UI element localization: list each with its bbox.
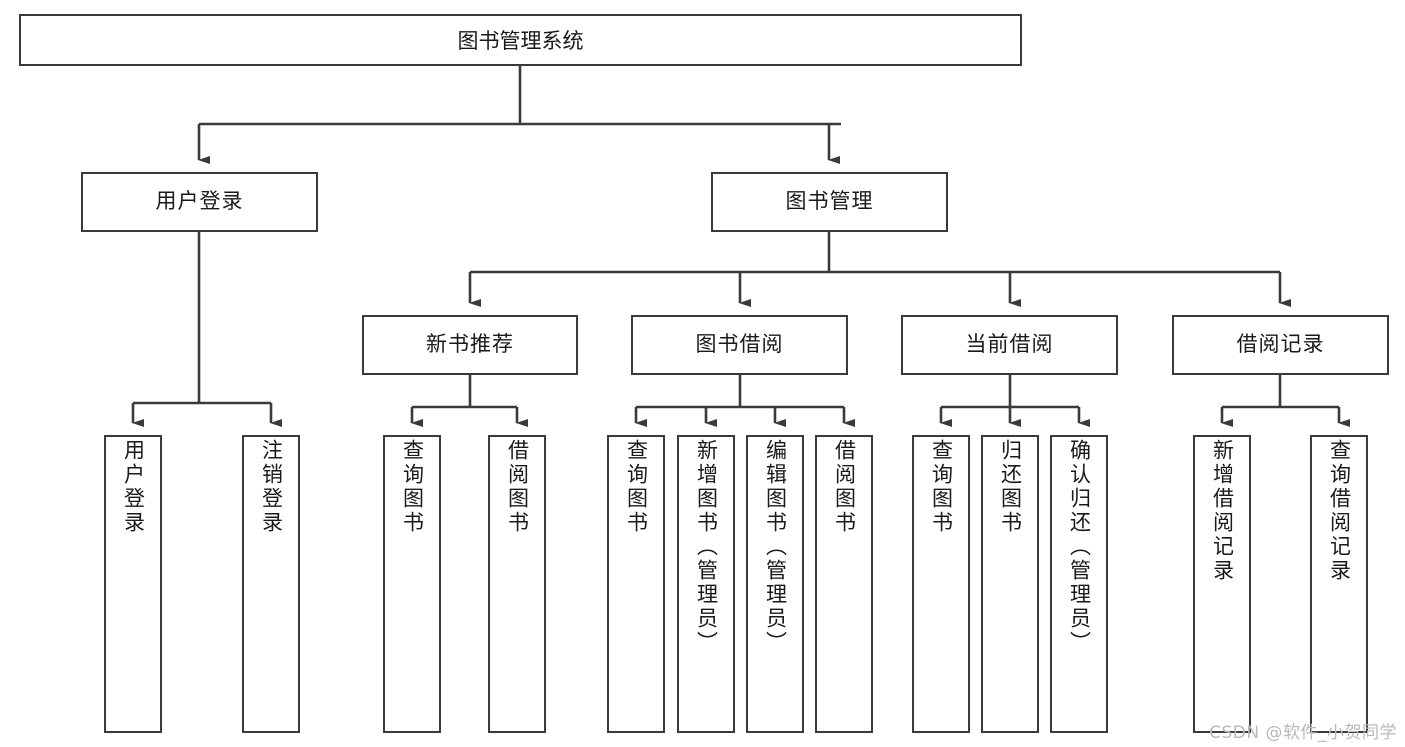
- leaf-records-query-record-label: 查询借阅记录: [1327, 439, 1352, 583]
- leaf-records-query-record[interactable]: 查询借阅记录: [1310, 435, 1368, 733]
- leaf-borrow-query-book-label: 查询图书: [624, 439, 649, 535]
- leaf-user-login-label: 用户登录: [121, 439, 146, 535]
- leaf-user-login[interactable]: 用户登录: [104, 435, 162, 733]
- node-current-borrow[interactable]: 当前借阅: [901, 315, 1118, 375]
- node-book-borrow[interactable]: 图书借阅: [631, 315, 848, 375]
- node-book-management-label: 图书管理: [785, 189, 874, 214]
- node-root-label: 图书管理系统: [457, 29, 584, 53]
- leaf-current-query-book-label: 查询图书: [929, 439, 954, 535]
- node-borrow-records[interactable]: 借阅记录: [1172, 315, 1389, 375]
- leaf-borrow-edit-book-label: 编辑图书（管理员）: [763, 439, 788, 655]
- leaf-newbook-query-book-label: 查询图书: [400, 439, 425, 535]
- leaf-borrow-borrow-book[interactable]: 借阅图书: [815, 435, 873, 733]
- node-new-book-recommend-label: 新书推荐: [426, 332, 514, 357]
- leaf-newbook-borrow-book[interactable]: 借阅图书: [488, 435, 546, 733]
- edge-newbook-to-leaves: [410, 375, 528, 427]
- edge-records-to-leaves: [1220, 375, 1350, 427]
- leaf-newbook-query-book[interactable]: 查询图书: [383, 435, 441, 733]
- leaf-current-query-book[interactable]: 查询图书: [912, 435, 970, 733]
- leaf-borrow-edit-book[interactable]: 编辑图书（管理员）: [746, 435, 804, 733]
- node-user-login-label: 用户登录: [155, 189, 244, 214]
- leaf-current-confirm-return-label: 确认归还（管理员）: [1067, 439, 1092, 655]
- node-book-management[interactable]: 图书管理: [711, 172, 948, 232]
- leaf-records-add-record-label: 新增借阅记录: [1210, 439, 1235, 583]
- leaf-logout-label: 注销登录: [259, 439, 284, 535]
- leaf-current-confirm-return[interactable]: 确认归还（管理员）: [1050, 435, 1108, 733]
- node-user-login[interactable]: 用户登录: [81, 172, 318, 232]
- leaf-logout[interactable]: 注销登录: [242, 435, 300, 733]
- leaf-borrow-add-book[interactable]: 新增图书（管理员）: [677, 435, 735, 733]
- leaf-borrow-borrow-book-label: 借阅图书: [832, 439, 857, 535]
- node-current-borrow-label: 当前借阅: [965, 332, 1054, 357]
- leaf-newbook-borrow-book-label: 借阅图书: [505, 439, 530, 535]
- edge-login-to-leaves: [131, 232, 282, 427]
- edge-root-to-level2: [197, 66, 841, 164]
- node-book-borrow-label: 图书借阅: [695, 332, 784, 357]
- leaf-current-return-book-label: 归还图书: [998, 439, 1023, 535]
- edge-bookmgmt-to-level3: [468, 232, 1291, 307]
- leaf-current-return-book[interactable]: 归还图书: [981, 435, 1039, 733]
- node-root[interactable]: 图书管理系统: [19, 14, 1022, 66]
- edge-borrow-to-leaves: [634, 375, 855, 427]
- node-borrow-records-label: 借阅记录: [1236, 332, 1325, 357]
- leaf-records-add-record[interactable]: 新增借阅记录: [1193, 435, 1251, 733]
- leaf-borrow-add-book-label: 新增图书（管理员）: [694, 439, 719, 655]
- edge-current-to-leaves: [939, 375, 1090, 427]
- leaf-borrow-query-book[interactable]: 查询图书: [607, 435, 665, 733]
- node-new-book-recommend[interactable]: 新书推荐: [362, 315, 578, 375]
- watermark: CSDN @软件_小贺同学: [1209, 723, 1397, 743]
